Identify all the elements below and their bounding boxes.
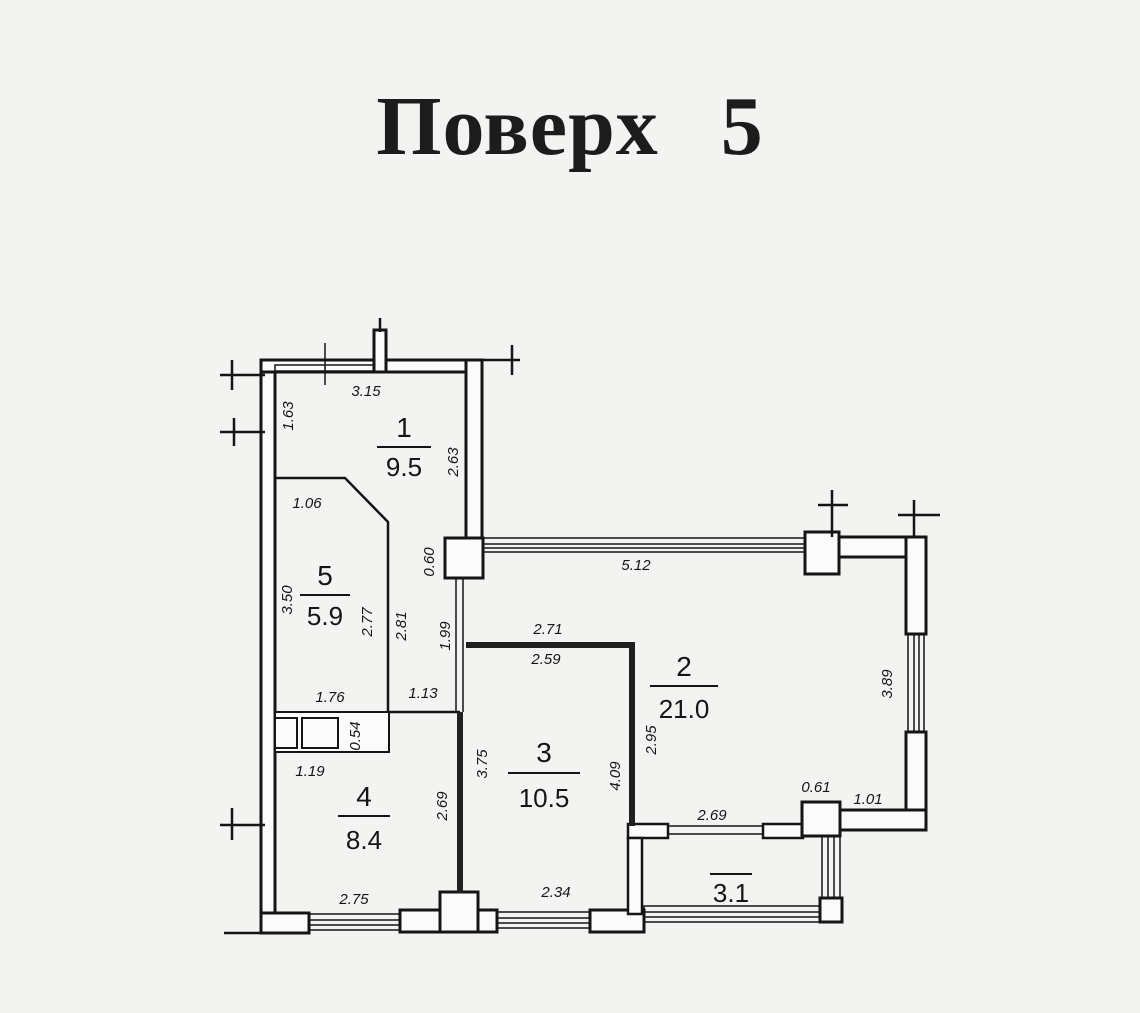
dimension-label: 3.89 xyxy=(879,669,896,699)
dimension-label: 1.76 xyxy=(315,689,345,706)
room-1-area: 9.5 xyxy=(386,452,422,482)
partitions xyxy=(274,476,763,893)
room-5-label: 5 5.9 xyxy=(300,560,350,631)
dimension-label: 2.34 xyxy=(540,884,570,901)
dimension-label: 2.71 xyxy=(532,621,562,638)
axis-marks xyxy=(220,318,940,935)
dimension-label: 1.19 xyxy=(295,763,325,780)
dimension-label: 2.77 xyxy=(359,607,376,638)
room-3-number: 3 xyxy=(536,737,552,768)
room-2-area: 21.0 xyxy=(659,694,710,724)
room-3-area: 10.5 xyxy=(519,783,570,813)
dimension-labels: 3.15 1.63 2.63 1.06 3.50 2.77 2.81 0.60 … xyxy=(279,383,896,908)
dimension-label: 1.13 xyxy=(408,685,438,702)
room-1-label: 1 9.5 xyxy=(377,412,431,482)
dimension-label: 2.69 xyxy=(696,807,727,824)
dimension-label: 2.59 xyxy=(530,651,561,668)
dimension-label: 3.50 xyxy=(279,585,296,615)
dimension-label: 4.09 xyxy=(607,761,624,791)
dimension-label: 2.75 xyxy=(338,891,369,908)
dimension-label: 0.60 xyxy=(421,547,438,577)
room-labels: 1 9.5 5 5.9 2 21.0 3 10.5 4 8.4 3.1 xyxy=(300,412,752,908)
dimension-label: 1.06 xyxy=(292,495,322,512)
floor-title: Поверх 5 xyxy=(376,80,764,173)
dimension-label: 2.81 xyxy=(393,611,410,641)
room-4-number: 4 xyxy=(356,781,372,812)
room-2-number: 2 xyxy=(676,651,692,682)
loggia-label: 3.1 xyxy=(710,873,752,908)
room-4-label: 4 8.4 xyxy=(338,781,390,855)
dimension-label: 1.63 xyxy=(280,401,297,431)
room-3-label: 3 10.5 xyxy=(508,737,580,813)
dimension-label: 0.54 xyxy=(347,721,364,750)
room-1-number: 1 xyxy=(396,412,412,443)
dimension-label: 1.99 xyxy=(437,621,454,651)
dimension-label: 3.75 xyxy=(474,749,491,779)
room-2-label: 2 21.0 xyxy=(650,651,718,724)
dimension-label: 1.01 xyxy=(853,791,882,808)
room-4-area: 8.4 xyxy=(346,825,382,855)
dimension-label: 0.61 xyxy=(801,779,830,796)
loggia-area: 3.1 xyxy=(713,878,749,908)
room-5-number: 5 xyxy=(317,560,333,591)
dimension-label: 5.12 xyxy=(621,557,651,574)
room-5-area: 5.9 xyxy=(307,601,343,631)
dimension-label: 2.63 xyxy=(445,447,462,478)
dimension-label: 3.15 xyxy=(351,383,381,400)
columns xyxy=(438,530,844,934)
dimension-label: 2.69 xyxy=(434,791,451,822)
dimension-label: 2.95 xyxy=(643,725,660,756)
